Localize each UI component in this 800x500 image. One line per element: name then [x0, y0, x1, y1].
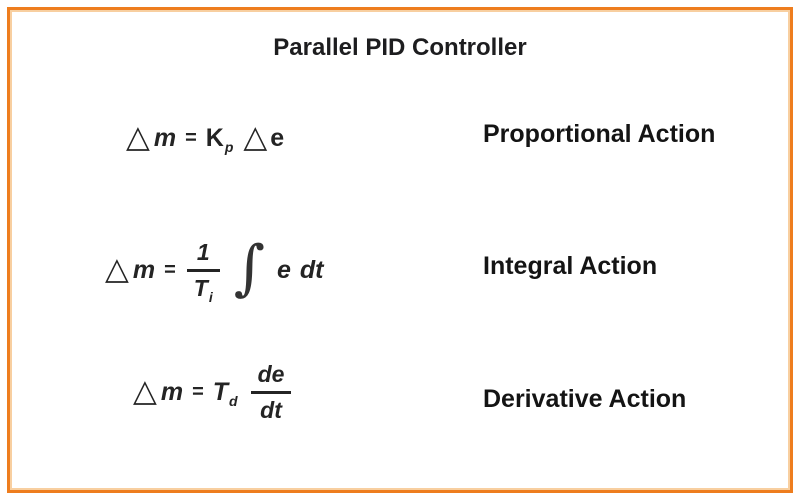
equals-sign: = — [185, 126, 197, 149]
delta-symbol: △ — [105, 250, 129, 286]
reset-time-t: T — [193, 274, 208, 301]
derivative-equation: △m = Td de dt — [133, 352, 292, 432]
equals-sign: = — [164, 258, 176, 281]
derivative-time-td: Td — [212, 377, 238, 409]
integral-action-label: Integral Action — [483, 252, 658, 280]
derivative-action-label: Derivative Action — [483, 385, 687, 413]
derivative-fraction: de dt — [250, 361, 292, 423]
error-variable: e — [276, 255, 291, 284]
orange-frame — [7, 7, 793, 493]
gain-k: K — [205, 123, 224, 152]
subscript-i: i — [208, 288, 213, 305]
subscript-d: d — [229, 392, 238, 409]
proportional-equation: △m = Kp △e — [126, 112, 284, 164]
integral-sign-icon: ∫ — [233, 233, 265, 303]
fraction-denominator: dt — [260, 396, 282, 423]
variable-m: m — [153, 123, 177, 152]
delta-symbol: △ — [133, 372, 157, 408]
subscript-p: p — [224, 138, 234, 155]
variable-m: m — [160, 377, 184, 406]
fraction-numerator: 1 — [186, 239, 220, 272]
fraction-numerator: de — [250, 361, 292, 394]
variable-e: e — [270, 123, 285, 152]
gain-kp: Kp — [205, 123, 234, 155]
fraction-denominator: Ti — [187, 272, 220, 305]
differential-dt: dt — [299, 255, 324, 284]
reset-time-fraction: 1 Ti — [186, 239, 220, 305]
proportional-action-label: Proportional Action — [483, 120, 716, 148]
delta-symbol: △ — [126, 118, 150, 154]
equals-sign: = — [192, 380, 204, 403]
diagram-title: Parallel PID Controller — [273, 34, 527, 61]
delta-symbol: △ — [243, 118, 268, 154]
variable-m: m — [132, 255, 156, 284]
integral-equation: △m = 1 Ti ∫ e dt — [105, 228, 324, 312]
derivative-time-t: T — [212, 377, 229, 406]
